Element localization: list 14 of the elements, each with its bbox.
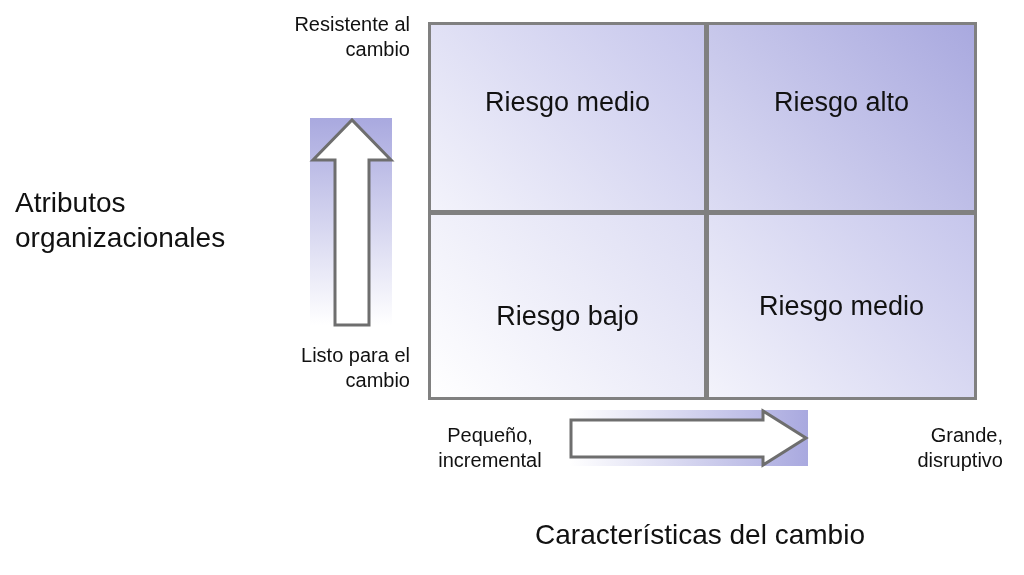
cell-text: Riesgo medio	[484, 87, 651, 118]
cell-text: Riesgo alto	[773, 87, 910, 118]
axis-end-label: Pequeño, incremental	[437, 423, 543, 473]
axis-title: Características del cambio	[534, 518, 866, 552]
axis-end-label: Grande, disruptivo	[916, 423, 1003, 473]
cell-text: Riesgo medio	[758, 290, 925, 322]
matrix-cell	[428, 212, 707, 400]
matrix-cell	[706, 22, 977, 213]
axis-end-label: Resistente al cambio	[293, 12, 410, 62]
matrix-cell	[706, 212, 977, 400]
axis-end-label: Listo para el cambio	[300, 343, 410, 393]
axis-title: Atributos organizacionales	[15, 186, 227, 255]
cell-text: Riesgo bajo	[496, 300, 639, 332]
matrix-cell	[428, 22, 707, 213]
